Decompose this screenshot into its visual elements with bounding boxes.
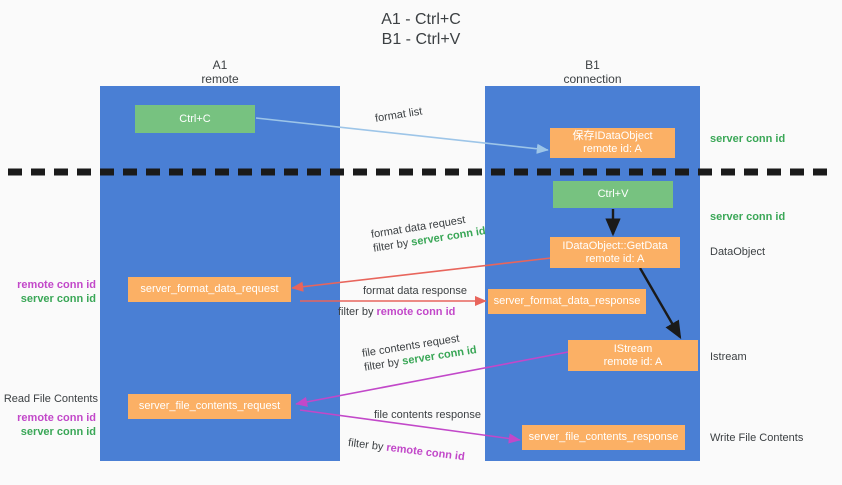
annotation-read-file-contents: Read File Contents (0, 392, 98, 406)
filter-prefix: filter by (338, 306, 377, 318)
box-getdata-line1: IDataObject::GetData (562, 239, 668, 252)
box-istream-line1: IStream (613, 342, 653, 355)
box-server-file-contents-response-label: server_file_contents_response (528, 431, 679, 443)
box-getdata[interactable]: IDataObject::GetData remote id: A (550, 237, 680, 268)
title-line-1: A1 - Ctrl+C (381, 11, 461, 28)
annotation-server-conn-id-2: server conn id (710, 210, 785, 224)
arrow-getdata-to-istream (638, 267, 682, 340)
column-a1-subtitle: remote (201, 72, 239, 86)
annotation-text: DataObject (710, 246, 766, 258)
label-file-contents-response-line1: file contents response (374, 409, 482, 421)
annotation-write-file-contents: Write File Contents (710, 431, 803, 445)
annotation-istream: Istream (710, 350, 747, 364)
box-getdata-line2: remote id: A (585, 252, 645, 265)
box-server-format-data-response[interactable]: server_format_data_response (488, 289, 646, 314)
box-ctrl-c[interactable]: Ctrl+C (135, 105, 255, 133)
box-save-idataobject[interactable]: 保存IDataObject remote id: A (550, 128, 675, 158)
label-format-data-response: format data response filter by remote co… (338, 284, 467, 319)
box-istream[interactable]: IStream remote id: A (568, 340, 698, 371)
box-server-format-data-response-label: server_format_data_response (493, 295, 641, 307)
box-istream-line2: remote id: A (603, 355, 663, 368)
arrow-format-data-request (291, 257, 552, 292)
box-save-idataobject-line1: 保存IDataObject (572, 130, 653, 142)
annotation-text: server conn id (710, 133, 786, 145)
title-line-2: B1 - Ctrl+V (381, 31, 461, 48)
annotation-server-conn-id-1: server conn id (710, 132, 785, 146)
arrow-file-contents-response (299, 409, 521, 444)
box-ctrl-c-label: Ctrl+C (179, 112, 211, 125)
annotation-text: Istream (710, 351, 747, 363)
label-format-data-response-line2: filter by remote conn id (338, 305, 467, 319)
box-save-idataobject-line2: remote id: A (583, 143, 642, 155)
box-server-file-contents-request-label: server_file_contents_request (138, 400, 281, 412)
annotation-text: Write File Contents (710, 432, 804, 444)
box-server-file-contents-request[interactable]: server_file_contents_request (128, 394, 291, 419)
annotation-server-conn-id: server conn id (20, 426, 96, 438)
label-file-contents-response: file contents response (374, 408, 481, 422)
annotation-server-conn-id: server conn id (20, 293, 96, 305)
column-b1-subtitle: connection (563, 72, 622, 86)
arrow-format-list (255, 117, 549, 154)
column-header-b1: B1 connection (485, 58, 700, 86)
filter-key-remote-conn-id: remote conn id (376, 306, 456, 318)
label-format-data-response-line1: format data response (363, 285, 467, 297)
annotation-file-conn-ids: remote conn id server conn id (0, 411, 96, 439)
column-header-a1: A1 remote (100, 58, 340, 86)
annotation-text: server conn id (710, 211, 786, 223)
annotation-format-conn-ids: remote conn id server conn id (0, 278, 96, 306)
box-ctrl-v[interactable]: Ctrl+V (553, 181, 673, 208)
box-server-format-data-request[interactable]: server_format_data_request (128, 277, 291, 302)
column-b1-name: B1 (585, 58, 600, 72)
arrow-file-contents-request (295, 351, 569, 407)
annotation-dataobject: DataObject (710, 245, 765, 259)
annotation-text: Read File Contents (3, 393, 98, 405)
box-ctrl-v-label: Ctrl+V (597, 188, 629, 200)
page-title: A1 - Ctrl+C B1 - Ctrl+V (0, 10, 842, 50)
column-a1-name: A1 (212, 58, 228, 72)
box-server-file-contents-response[interactable]: server_file_contents_response (522, 425, 685, 450)
annotation-remote-conn-id: remote conn id (17, 412, 96, 424)
annotation-remote-conn-id: remote conn id (17, 279, 96, 291)
box-server-format-data-request-label: server_format_data_request (140, 283, 279, 295)
